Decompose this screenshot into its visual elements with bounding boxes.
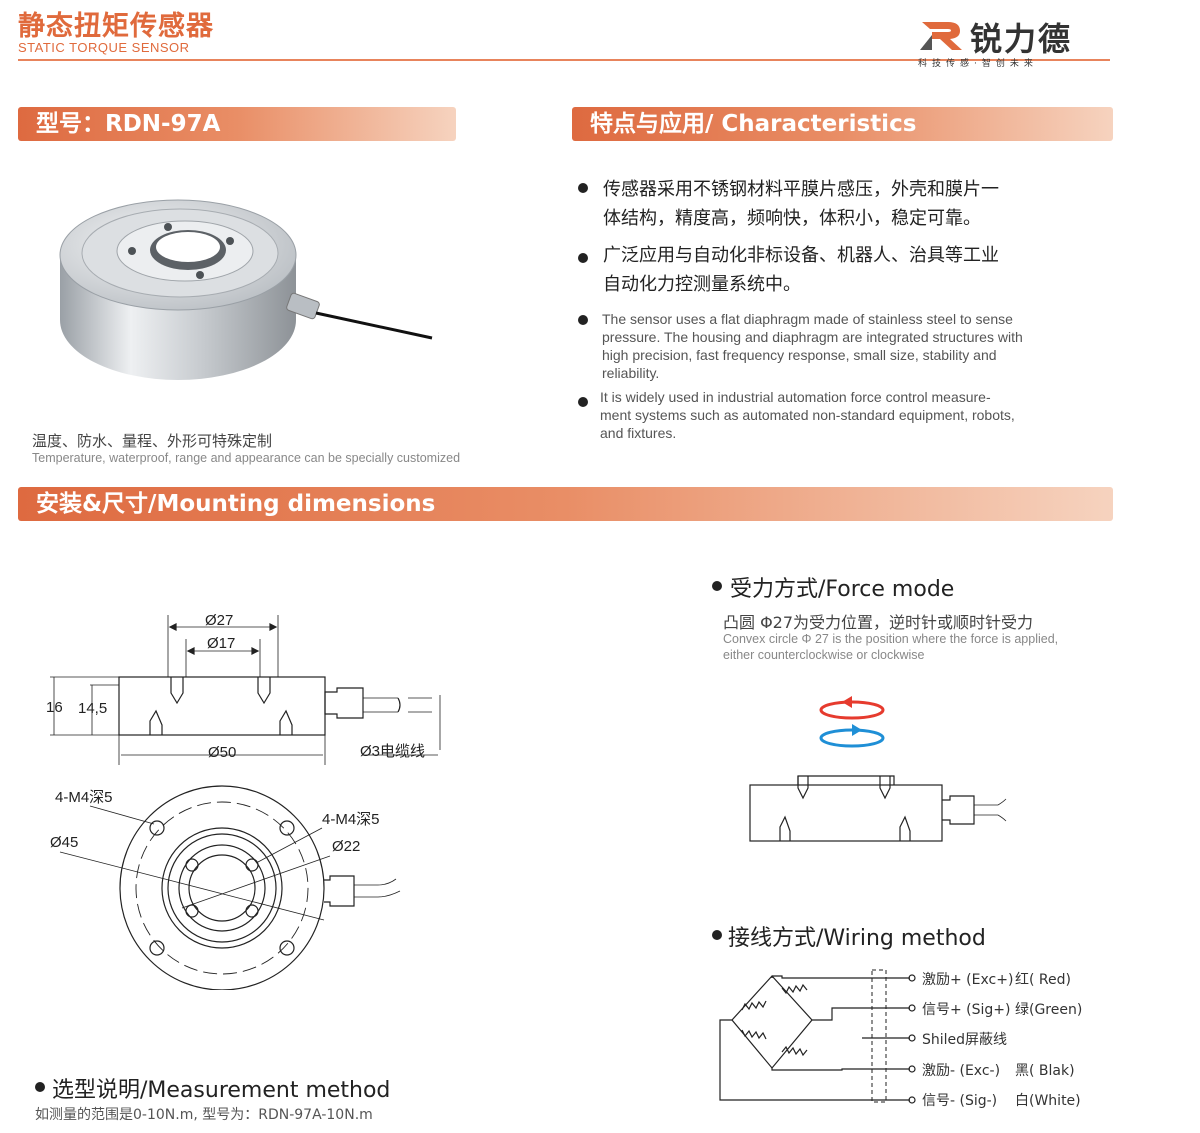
wire-color-sig-plus: 绿(Green) bbox=[1015, 1002, 1083, 1018]
feature-item-en: It is widely used in industrial automati… bbox=[600, 389, 1015, 441]
brand-tagline: 科技传感·智创未来 bbox=[918, 59, 1038, 69]
dim-m4-right: 4-M4深5 bbox=[322, 811, 380, 828]
brand-logo: 锐力德 科技传感·智创未来 bbox=[918, 14, 1113, 70]
wiring-diagram bbox=[719, 969, 916, 1104]
bullet-icon bbox=[35, 1082, 45, 1092]
features-banner: 特点与应用/ Characteristics bbox=[572, 107, 1113, 141]
feature-item-en: The sensor uses a flat diaphragm made of… bbox=[602, 311, 1023, 381]
model-banner: 型号：RDN-97A bbox=[18, 107, 456, 141]
dim-d50: Ø50 bbox=[208, 744, 236, 761]
feature-item: 传感器采用不锈钢材料平膜片感压，外壳和膜片一 体结构，精度高，频响快，体积小，稳… bbox=[603, 179, 999, 229]
bullet-icon bbox=[578, 315, 588, 325]
custom-note-cn: 温度、防水、量程、外形可特殊定制 bbox=[32, 432, 273, 450]
bullet-icon bbox=[578, 183, 588, 193]
dim-h14-5: 14,5 bbox=[78, 700, 107, 717]
wire-color-exc-plus: 红( Red) bbox=[1015, 972, 1071, 988]
force-mode-heading: 受力方式/Force mode bbox=[730, 577, 955, 602]
wire-color-exc-minus: 黑( Blak) bbox=[1015, 1063, 1075, 1079]
wire-label-sig-minus: 信号- (Sig-) bbox=[922, 1093, 998, 1109]
dim-cable: Ø3电缆线 bbox=[360, 743, 425, 760]
dim-d27: Ø27 bbox=[205, 612, 233, 629]
wiring-heading: 接线方式/Wiring method bbox=[728, 926, 986, 951]
page-subtitle: STATIC TORQUE SENSOR bbox=[18, 40, 190, 55]
dim-d22: Ø22 bbox=[332, 838, 360, 855]
top-view-drawing: 4-M4深5 4-M4深5 Ø45 Ø22 bbox=[50, 785, 401, 990]
product-photo bbox=[59, 199, 433, 380]
measurement-example: 如测量的范围是0-10N.m, 型号为：RDN-97A-10N.m bbox=[35, 1107, 373, 1123]
wire-color-sig-minus: 白(White) bbox=[1015, 1093, 1081, 1109]
force-mode-en-2: either counterclockwise or clockwise bbox=[723, 648, 925, 662]
dim-d45: Ø45 bbox=[50, 834, 78, 851]
bullet-icon bbox=[578, 253, 588, 263]
measurement-heading: 选型说明/Measurement method bbox=[52, 1078, 391, 1103]
rotation-arrows-icon bbox=[819, 696, 885, 748]
force-mode-drawing bbox=[749, 696, 1007, 842]
bullet-icon bbox=[712, 930, 722, 940]
force-mode-en-1: Convex circle Φ 27 is the position where… bbox=[723, 632, 1059, 646]
bullet-icon bbox=[712, 581, 722, 591]
feature-item: 广泛应用与自动化非标设备、机器人、治具等工业 自动化力控测量系统中。 bbox=[603, 245, 999, 295]
wire-label-exc-plus: 激励+ (Exc+) bbox=[922, 972, 1014, 988]
force-mode-cn: 凸圆 Φ27为受力位置，逆时针或顺时针受力 bbox=[723, 613, 1034, 632]
custom-note-en: Temperature, waterproof, range and appea… bbox=[32, 451, 461, 465]
dim-d17: Ø17 bbox=[207, 635, 235, 652]
brand-mark-icon bbox=[920, 22, 962, 50]
wire-label-sig-plus: 信号+ (Sig+) bbox=[922, 1002, 1011, 1018]
dim-m4-left: 4-M4深5 bbox=[55, 789, 113, 806]
bullet-icon bbox=[578, 397, 588, 407]
header-divider bbox=[18, 59, 1110, 61]
brand-name: 锐力德 bbox=[970, 20, 1073, 58]
mounting-banner: 安装&尺寸/Mounting dimensions bbox=[18, 487, 1113, 521]
side-view-drawing: Ø27 Ø17 16 14,5 Ø50 Ø3电缆线 bbox=[46, 612, 441, 765]
wire-label-exc-minus: 激励- (Exc-) bbox=[922, 1063, 1001, 1079]
page-title: 静态扭矩传感器 bbox=[18, 11, 214, 42]
wire-label-shield: Shiled屏蔽线 bbox=[922, 1032, 1008, 1048]
dim-h16: 16 bbox=[46, 699, 63, 716]
